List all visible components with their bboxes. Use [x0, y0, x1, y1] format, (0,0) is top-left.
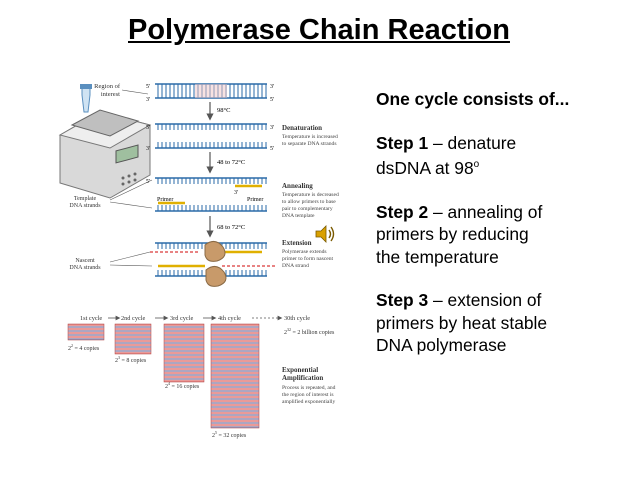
copies-4-label: 25 = 32 copies — [212, 430, 247, 439]
step-1-label: Step 1 — [376, 132, 429, 153]
audio-speaker-icon[interactable] — [314, 224, 336, 249]
copies-stack-3 — [163, 323, 205, 383]
step-2-label: Step 2 — [376, 201, 429, 222]
svg-text:5′: 5′ — [146, 179, 151, 185]
page-title: Polymerase Chain Reaction — [128, 14, 510, 46]
copies-stack-2 — [114, 323, 152, 355]
svg-text:5′: 5′ — [146, 84, 151, 90]
svg-text:5′: 5′ — [270, 146, 275, 152]
svg-text:3′: 3′ — [270, 84, 275, 90]
annealing-text-4: DNA template — [282, 213, 315, 219]
primer-label-left: Primer — [157, 197, 173, 203]
step-3-label: Step 3 — [376, 290, 429, 310]
annealing-text-1: Temperature is decreased — [282, 192, 339, 198]
cycle-4-label: 4th cycle — [218, 315, 241, 322]
annealing-strands: 5′ 3′ Primer Primer — [146, 177, 267, 212]
double-strand-dna: 5′ 3′ 3′ 5′ — [146, 83, 275, 103]
exponential-text-2: the region of interest is — [282, 391, 334, 398]
svg-text:5′: 5′ — [146, 125, 151, 131]
thermocycler-illustration — [58, 84, 152, 199]
denaturation-text-1: Temperature is increased — [282, 134, 338, 140]
template-strands-label: Template — [74, 196, 97, 202]
extension-text-3: DNA strand — [282, 263, 309, 269]
step-1-text: Step 1 – denature dsDNA at 98o — [376, 132, 517, 179]
svg-text:3′: 3′ — [234, 190, 239, 196]
cycle-3-label: 3rd cycle — [170, 315, 193, 322]
svg-text:5′: 5′ — [270, 97, 275, 103]
cycle-intro: One cycle consists of... — [376, 89, 570, 109]
annealing-text-2: to allow primers to base — [282, 199, 336, 205]
nascent-strands-label: Nascent — [75, 258, 95, 264]
cycle-steps-text: One cycle consists of... Step 1 – denatu… — [376, 88, 626, 378]
exponential-text-3: amplified exponentially — [282, 398, 335, 405]
step-2-text: Step 2 – annealing of primers by reducin… — [376, 201, 543, 267]
copies-30-label: 232 = 2 billion copies — [284, 327, 335, 336]
template-strands-label-2: DNA strands — [69, 203, 101, 209]
exponential-heading: Exponential — [282, 366, 318, 374]
exponential-text-1: Process is repeated, and — [282, 385, 336, 391]
cycle-2-label: 2nd cycle — [121, 315, 146, 322]
extension-text-1: Polymerase extends — [282, 249, 327, 255]
svg-text:3′: 3′ — [146, 146, 151, 152]
copies-stack-1 — [67, 323, 105, 341]
svg-text:3′: 3′ — [270, 125, 275, 131]
copies-1-label: 22 = 4 copies — [68, 343, 100, 352]
primer-label-right: Primer — [247, 197, 263, 203]
svg-text:3′: 3′ — [146, 97, 151, 103]
copies-2-label: 23 = 8 copies — [115, 355, 147, 364]
region-of-interest-label-2: interest — [101, 91, 120, 98]
exponential-heading-2: Amplification — [282, 374, 323, 382]
step-3-text: Step 3 – extension of primers by heat st… — [376, 290, 548, 355]
denaturation-text-2: to separate DNA strands — [282, 141, 337, 147]
temp-98-label: 98°C — [217, 107, 230, 114]
region-of-interest-label: Region of — [94, 83, 121, 90]
temp-48-72-label: 48 to 72°C — [217, 159, 245, 166]
extension-strands — [150, 241, 275, 287]
denatured-strands: 5′ 3′ 3′ 5′ — [146, 123, 275, 152]
copies-3-label: 24 = 16 copies — [165, 381, 200, 390]
denaturation-heading: Denaturation — [282, 124, 322, 132]
extension-heading: Extension — [282, 239, 312, 247]
cycle-1-label: 1st cycle — [80, 315, 102, 322]
cycle-30-label: 30th cycle — [284, 315, 310, 322]
copies-stack-4 — [210, 323, 260, 429]
extension-text-2: primer to form nascent — [282, 255, 334, 262]
nascent-strands-label-2: DNA strands — [69, 265, 101, 271]
temp-68-72-label: 68 to 72°C — [217, 224, 245, 231]
annealing-text-3: pair to complementary — [282, 206, 333, 212]
annealing-heading: Annealing — [282, 182, 313, 190]
